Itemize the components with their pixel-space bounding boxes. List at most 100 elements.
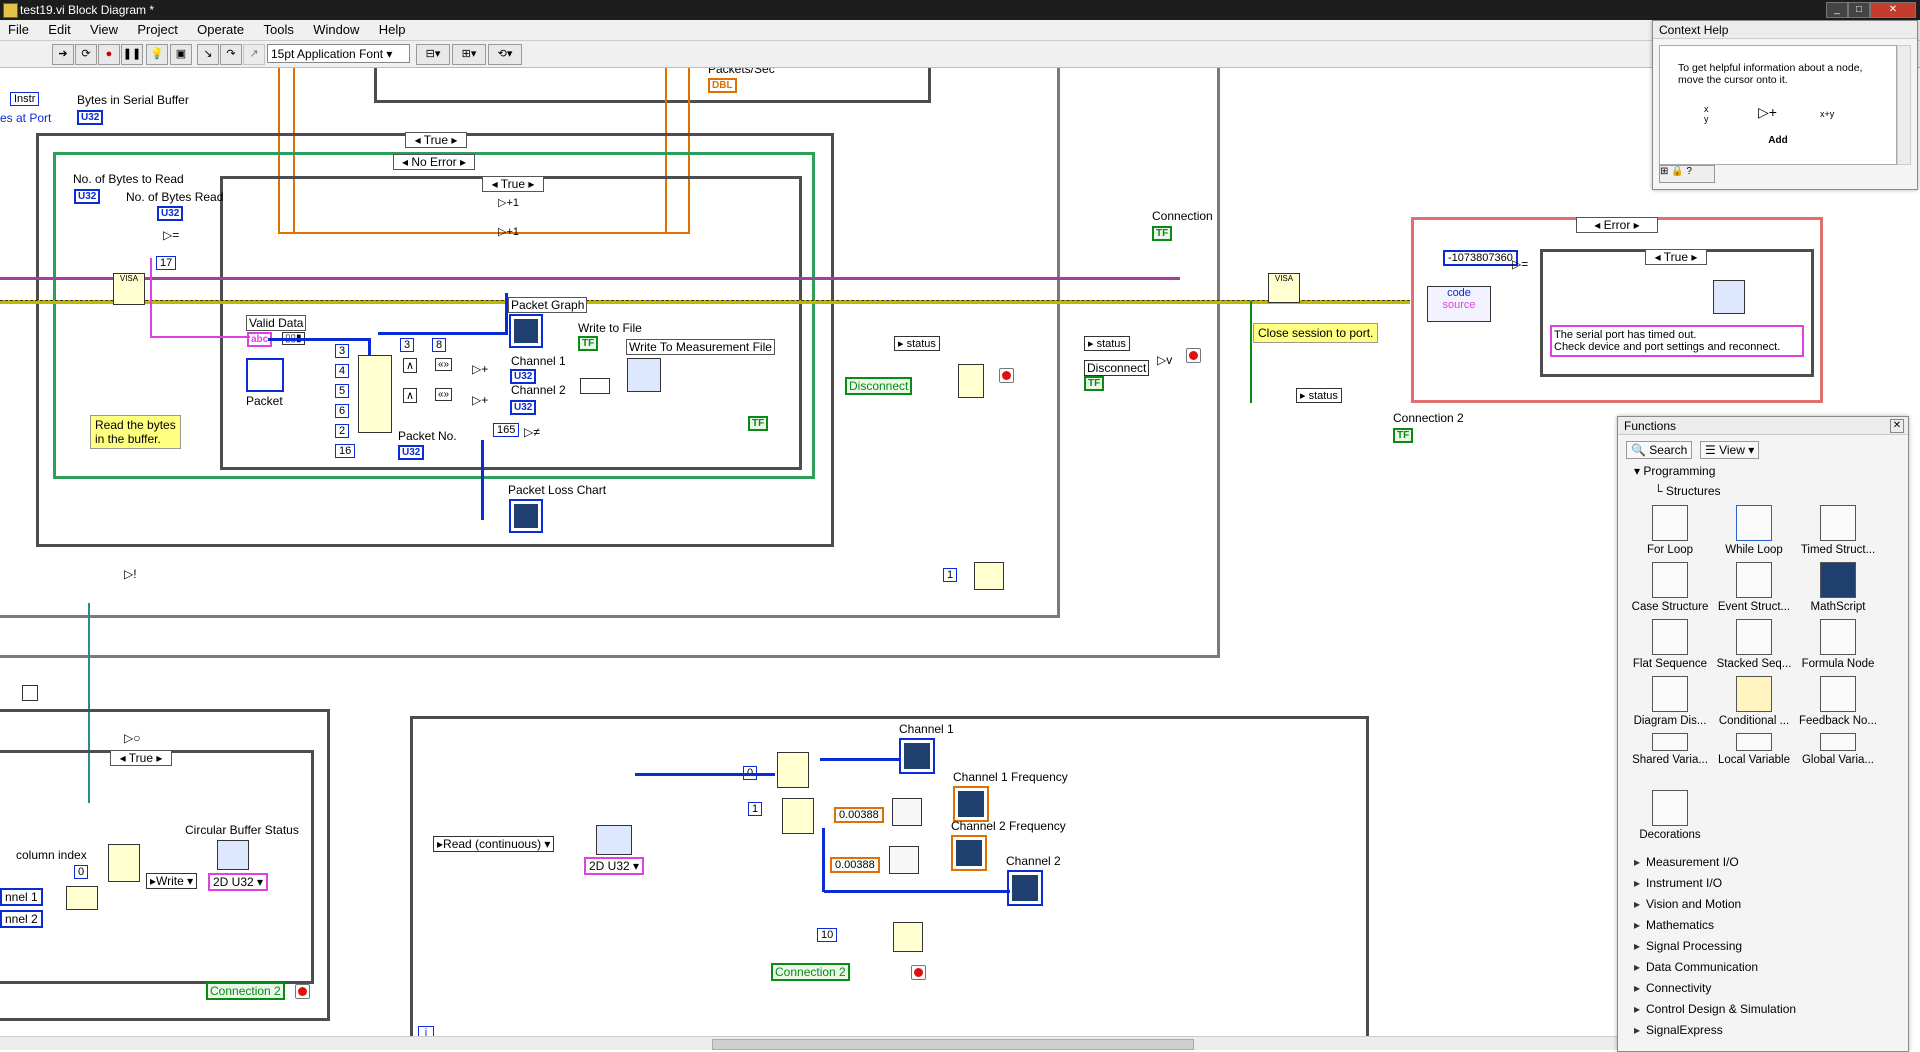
close-palette-icon[interactable]: ✕ <box>1890 419 1904 433</box>
constant-wait-1[interactable]: 1 <box>943 568 958 582</box>
while-loop-item[interactable]: While Loop <box>1712 505 1796 556</box>
lower-while-loop[interactable] <box>410 716 1369 1050</box>
constant-1b[interactable]: 1 <box>748 802 763 816</box>
constant-5[interactable]: 5 <box>335 384 350 398</box>
outermost-loop[interactable] <box>0 68 1220 658</box>
dt-constant-2[interactable]: 0.00388 <box>830 857 880 873</box>
write-to-file-control[interactable]: TF <box>578 336 599 351</box>
pause-icon[interactable]: ❚❚ <box>121 44 143 65</box>
channel-1-frequency-graph[interactable] <box>953 786 989 822</box>
abort-icon[interactable]: ● <box>98 44 120 65</box>
bottom-channel-1-graph[interactable] <box>899 738 935 774</box>
and-node[interactable]: ∧ <box>403 358 418 373</box>
data-type-2d-u32[interactable]: 2D U32 ▾ <box>208 873 269 891</box>
shift-node-2[interactable]: «» <box>435 388 453 401</box>
index-array-node-3[interactable] <box>782 798 814 834</box>
run-continuously-icon[interactable]: ⟳ <box>75 44 97 65</box>
step-over-icon[interactable]: ↷ <box>220 44 242 65</box>
index-array-node[interactable] <box>358 355 392 433</box>
reorder-icon[interactable]: ⟲▾ <box>488 44 522 65</box>
context-help-scrollbar[interactable] <box>1897 45 1911 165</box>
event-structure-item[interactable]: Event Struct... <box>1712 562 1796 613</box>
visa-read-node[interactable]: VISA <box>113 273 145 305</box>
not-equal-node[interactable]: ▷≠ <box>524 425 540 439</box>
menu-tools[interactable]: Tools <box>263 22 294 37</box>
formula-node-item[interactable]: Formula Node <box>1796 619 1880 670</box>
bytes-at-port-property[interactable]: es at Port <box>0 111 52 125</box>
menu-project[interactable]: Project <box>137 22 178 37</box>
or-node[interactable] <box>958 364 984 398</box>
constant-10[interactable]: 10 <box>817 928 838 942</box>
case-selector-no-error[interactable]: ◂ No Error ▸ <box>393 154 475 170</box>
distribute-objects-icon[interactable]: ⊞▾ <box>452 44 486 65</box>
equal-node-2[interactable]: ▷= <box>1512 257 1529 271</box>
read-continuous-enum[interactable]: ▸Read (continuous) ▾ <box>433 836 555 852</box>
lower-left-case[interactable] <box>0 750 314 984</box>
programming-category[interactable]: ▾ Programming <box>1634 464 1716 478</box>
palette-view-button[interactable]: ☰ View ▾ <box>1700 441 1760 459</box>
packets-sec-frame[interactable] <box>374 68 931 103</box>
retain-wire-values-icon[interactable]: ▣ <box>170 44 192 65</box>
case-selector-true[interactable]: ◂ True ▸ <box>405 132 467 148</box>
stop-indicator-4[interactable] <box>911 965 926 980</box>
font-select[interactable]: 15pt Application Font ▾ <box>267 44 410 63</box>
timed-structure-item[interactable]: Timed Struct... <box>1796 505 1880 556</box>
scrollbar-thumb[interactable] <box>712 1039 1194 1050</box>
maximize-button[interactable]: □ <box>1848 2 1870 18</box>
unbundle-error-node[interactable]: code source <box>1427 286 1491 322</box>
inner-case-selector-true[interactable]: ◂ True ▸ <box>482 176 544 192</box>
and-node-2[interactable]: ∧ <box>403 388 418 403</box>
insert-array-node[interactable] <box>108 844 140 882</box>
constant-16[interactable]: 16 <box>335 444 356 458</box>
disconnect-local-variable[interactable]: TF <box>1084 376 1105 391</box>
constant-17[interactable]: 17 <box>156 256 177 270</box>
error-code-constant[interactable]: -1073807360 <box>1443 250 1518 266</box>
flat-sequence-item[interactable]: Flat Sequence <box>1628 619 1712 670</box>
feedback-node-item[interactable]: Feedback No... <box>1796 676 1880 727</box>
warning-node[interactable]: ▷! <box>124 567 137 581</box>
lower-case-selector[interactable]: ◂ True ▸ <box>110 750 172 766</box>
constant-4[interactable]: 4 <box>335 364 350 378</box>
stop-indicator-3[interactable] <box>295 984 310 999</box>
constant-2[interactable]: 2 <box>335 424 350 438</box>
stacked-sequence-item[interactable]: Stacked Seq... <box>1712 619 1796 670</box>
or-node-2[interactable]: ▷v <box>1157 353 1173 367</box>
disconnect-control[interactable]: Disconnect <box>845 377 913 395</box>
wait-ms-icon-2[interactable] <box>893 922 923 952</box>
align-objects-icon[interactable]: ⊟▾ <box>416 44 450 65</box>
menu-window[interactable]: Window <box>313 22 360 37</box>
menu-view[interactable]: View <box>90 22 118 37</box>
lower-left-loop[interactable] <box>0 709 330 1021</box>
context-help-buttons[interactable]: ⊞ 🔒 ? <box>1659 165 1715 183</box>
menu-edit[interactable]: Edit <box>48 22 71 37</box>
block-diagram-canvas[interactable]: Instr es at Port Bytes in Serial Buffer … <box>0 68 1920 1050</box>
connection-2-local[interactable]: Connection 2 <box>206 982 285 1000</box>
channel-2-indicator[interactable]: U32 <box>510 400 537 415</box>
packet-no-indicator[interactable]: U32 <box>398 445 425 460</box>
category-data-communication[interactable]: ▸Data Communication <box>1634 960 1759 974</box>
for-loop-item[interactable]: For Loop <box>1628 505 1712 556</box>
channel-2-local[interactable]: nnel 2 <box>0 910 43 928</box>
add-node[interactable]: ▷+ <box>472 362 489 376</box>
timeout-message-constant[interactable]: The serial port has timed out. Check dev… <box>1550 325 1804 357</box>
circular-buffer-node[interactable] <box>217 840 249 870</box>
mathscript-item[interactable]: MathScript <box>1796 562 1880 613</box>
error-case-structure[interactable] <box>53 152 815 479</box>
build-array-node[interactable] <box>580 378 610 394</box>
packet-loss-chart-indicator[interactable] <box>509 499 543 533</box>
context-help-window[interactable]: Context Help To get helpful information … <box>1652 20 1918 190</box>
channel-2-frequency-graph[interactable] <box>951 835 987 871</box>
category-control-design[interactable]: ▸Control Design & Simulation <box>1634 1002 1797 1016</box>
menu-help[interactable]: Help <box>378 22 406 37</box>
category-signal-processing[interactable]: ▸Signal Processing <box>1634 939 1743 953</box>
not-node[interactable]: ▷○ <box>124 731 141 745</box>
circular-buffer-read-node[interactable] <box>596 825 632 855</box>
minimize-button[interactable]: _ <box>1826 2 1848 18</box>
global-variable-item[interactable]: Global Varia... <box>1796 733 1880 766</box>
category-mathematics[interactable]: ▸Mathematics <box>1634 918 1715 932</box>
packet-graph-indicator[interactable] <box>509 314 543 348</box>
add-node-2[interactable]: ▷+ <box>472 393 489 407</box>
status-unbundle-3[interactable]: ▸ status <box>1296 388 1342 403</box>
connection-2-indicator[interactable]: TF <box>1393 428 1414 443</box>
constant-0[interactable]: 0 <box>74 865 89 879</box>
